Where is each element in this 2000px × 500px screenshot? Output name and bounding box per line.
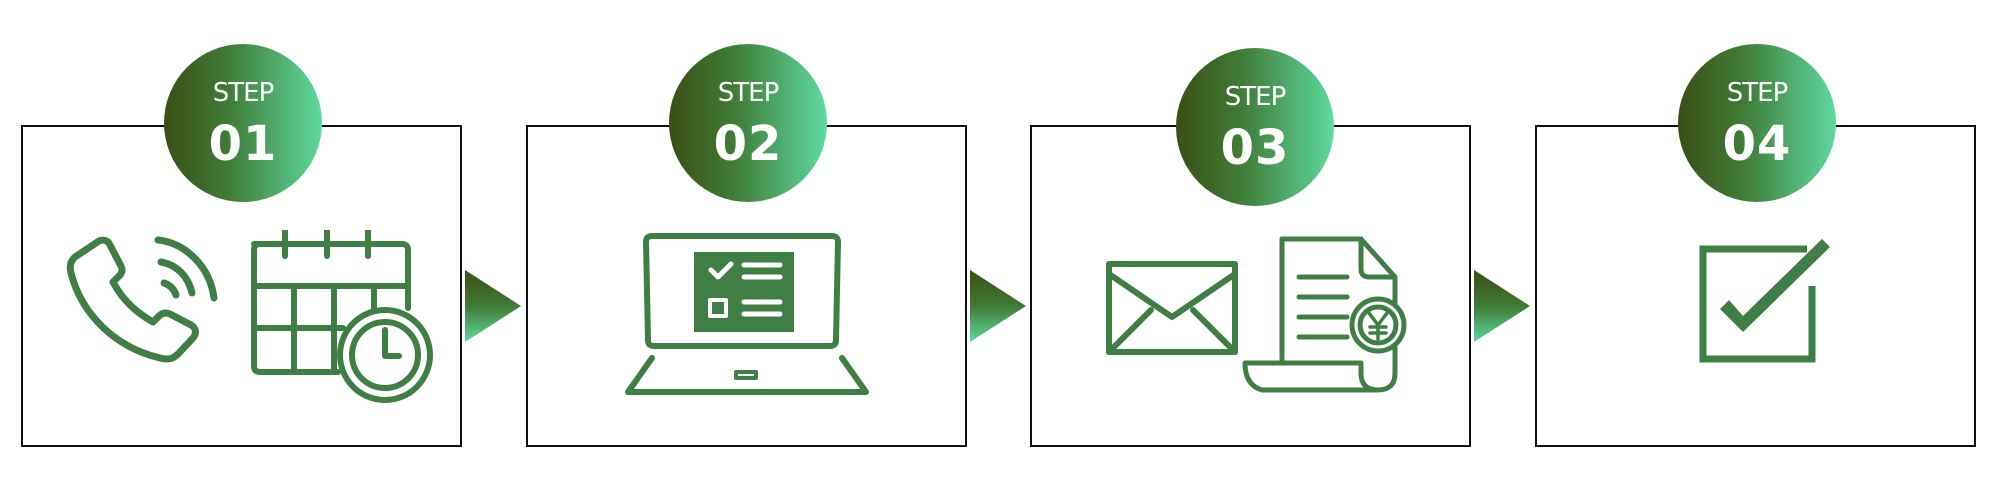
step-number: 04 [1722, 116, 1792, 172]
step-number: 01 [208, 116, 278, 172]
step-1-badge: STEP 01 [164, 44, 322, 202]
step-number: 03 [1220, 120, 1290, 176]
laptop-checklist-icon [625, 233, 869, 395]
arrow-right-icon [970, 270, 1026, 342]
checkbox-check-icon [1699, 239, 1830, 363]
step-3-badge: STEP 03 [1176, 48, 1334, 206]
calendar-clock-icon [251, 230, 433, 403]
arrow-right-icon [1474, 270, 1530, 342]
step-number: 02 [713, 116, 783, 172]
phone-icon [66, 236, 218, 363]
arrow-right-icon [465, 270, 521, 342]
invoice-yen-icon [1242, 236, 1407, 393]
step-label: STEP [212, 78, 275, 108]
step-2-badge: STEP 02 [669, 44, 827, 202]
step-4-badge: STEP 04 [1678, 44, 1836, 202]
step-label: STEP [1224, 82, 1287, 112]
step-label: STEP [1726, 78, 1789, 108]
envelope-icon [1106, 261, 1238, 355]
step-label: STEP [717, 78, 780, 108]
